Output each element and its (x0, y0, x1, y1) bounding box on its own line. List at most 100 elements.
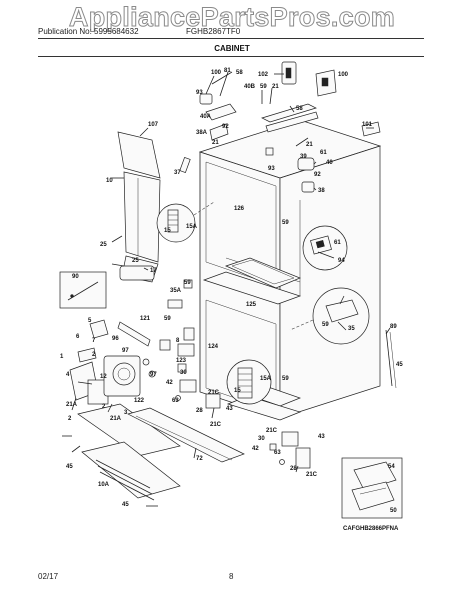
part-label: 25 (100, 242, 107, 248)
part-label: 90 (72, 274, 79, 280)
part-label: 45 (122, 502, 129, 508)
part-label: 107 (148, 122, 159, 128)
part-label: 50 (390, 508, 397, 514)
part-label: 40A (200, 114, 212, 120)
part-label: 25 (132, 258, 139, 264)
part-label: 59 (282, 220, 289, 226)
part-label: 42 (166, 380, 173, 386)
inset-caption: CAFGHB2866PFNA (343, 526, 399, 532)
section-rule (38, 56, 424, 57)
footer-page-number: 8 (229, 572, 234, 581)
part-label: 39 (300, 154, 307, 160)
left-assemblies (59, 271, 397, 501)
part-label: 5 (88, 318, 92, 324)
side-duct-panel (117, 131, 161, 283)
part-label: 59 (282, 376, 289, 382)
shelf-plate (225, 257, 301, 289)
part-label: 72 (196, 456, 203, 462)
part-label: 4 (66, 372, 70, 378)
header-rule (38, 38, 424, 39)
part-label: 93 (196, 90, 203, 96)
part-label: 21 (212, 140, 219, 146)
part-label: 58 (296, 106, 303, 112)
part-label: 21 (272, 84, 279, 90)
part-label: 6 (76, 334, 80, 340)
part-label: 10A (98, 482, 110, 488)
inset-detail (341, 457, 403, 519)
part-label: 121 (140, 316, 151, 322)
part-label: 8 (176, 338, 180, 344)
part-label: 21C (266, 428, 278, 434)
top-hinge-parts (179, 61, 381, 193)
grille-slots (95, 459, 155, 501)
part-label: 15A (260, 376, 272, 382)
part-label: 35A (170, 288, 182, 294)
part-label: 59 (164, 316, 171, 322)
part-label: 45 (396, 362, 403, 368)
part-label: 2 (92, 352, 96, 358)
part-label: 101 (362, 122, 373, 128)
part-label: 30 (258, 436, 265, 442)
part-label: 12 (100, 374, 107, 380)
part-label: 43 (318, 434, 325, 440)
part-label: 21C (306, 472, 318, 478)
watermark: AppliancePartsPros.com (68, 2, 396, 33)
part-label: 100 (211, 70, 222, 76)
part-label: 28 (196, 408, 203, 414)
part-label: 92 (314, 172, 321, 178)
part-label: 126 (234, 206, 245, 212)
part-label: 59 (260, 84, 267, 90)
leader-lines (62, 71, 391, 507)
part-label: 63 (274, 450, 281, 456)
part-label: 59 (184, 280, 191, 286)
part-label: 81 (224, 68, 231, 74)
part-label: 40 (326, 160, 333, 166)
section-title: CABINET (214, 44, 250, 53)
part-label: 28 (290, 466, 297, 472)
part-label: 100 (338, 72, 349, 78)
part-label: 40B (244, 84, 256, 90)
part-label: 38 (318, 188, 325, 194)
cabinet-body (198, 103, 382, 421)
part-label: 35 (348, 326, 355, 332)
part-label: 21 (306, 142, 313, 148)
footer-date: 02/17 (38, 572, 59, 581)
part-number-labels: 100 81 58 102 100 93 40B 59 21 58 40A 92… (60, 68, 403, 532)
part-label: 3 (124, 410, 128, 416)
part-label: 94 (338, 258, 345, 264)
part-label: 124 (208, 344, 219, 350)
part-label: 92 (222, 124, 229, 130)
part-label: 2 (68, 416, 72, 422)
part-label: 21A (66, 402, 78, 408)
part-label: 30 (180, 370, 187, 376)
part-label: 15 (164, 228, 171, 234)
part-label: 15A (186, 224, 198, 230)
part-label: 21C (208, 390, 220, 396)
part-label: 89 (390, 324, 397, 330)
publication-number: Publication No: 5995684632 (38, 27, 139, 36)
part-label: 63 (172, 398, 179, 404)
part-label: 59 (322, 322, 329, 328)
part-label: 1 (60, 354, 64, 360)
part-label: 93 (268, 166, 275, 172)
part-label: 21C (210, 422, 222, 428)
part-label: 97 (122, 348, 129, 354)
part-label: 125 (246, 302, 257, 308)
part-label: 97 (150, 372, 157, 378)
part-label: 61 (334, 240, 341, 246)
part-label: 42 (252, 446, 259, 452)
part-label: 96 (112, 336, 119, 342)
part-label: 37 (174, 170, 181, 176)
part-label: 54 (388, 464, 395, 470)
part-label: 7 (92, 338, 96, 344)
part-label: 2 (102, 404, 106, 410)
part-label: 122 (134, 398, 145, 404)
part-label: 58 (236, 70, 243, 76)
part-label: 17 (150, 268, 157, 274)
model-number: FGHB2867TF0 (186, 27, 241, 36)
detail-circles (156, 201, 370, 405)
part-label: 45 (66, 464, 73, 470)
part-label: 38A (196, 130, 208, 136)
part-label: 43 (226, 406, 233, 412)
